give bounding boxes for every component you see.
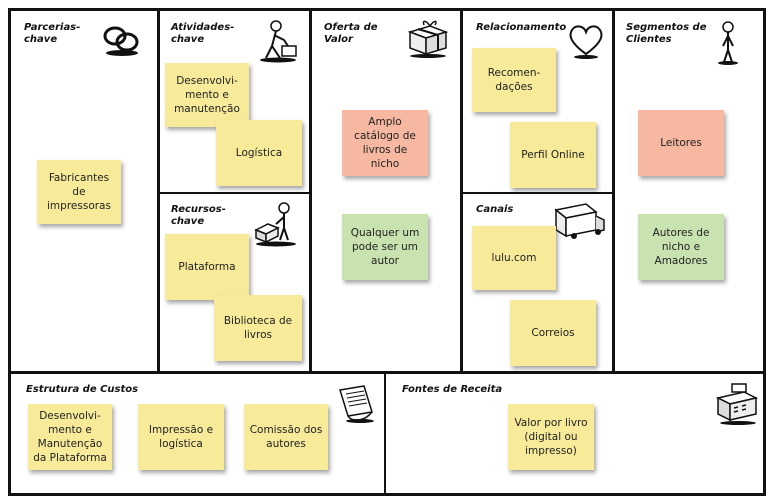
divider-activities-resources bbox=[157, 192, 312, 194]
divider-vertical-2 bbox=[309, 8, 312, 373]
note-logistica: Logística bbox=[216, 120, 302, 186]
note-recomendacoes: Recomen- dações bbox=[472, 48, 556, 112]
note-plataforma: Plataforma bbox=[165, 234, 249, 300]
chain-links-icon bbox=[100, 22, 144, 58]
divider-horizontal-main bbox=[8, 371, 766, 374]
receipt-icon bbox=[334, 382, 378, 424]
divider-relationships-channels bbox=[460, 192, 615, 194]
divider-vertical-4 bbox=[612, 8, 615, 373]
key-partners-title: Parcerias- chave bbox=[24, 22, 81, 45]
canvas-frame bbox=[8, 8, 766, 496]
value-proposition-title: Oferta de Valor bbox=[324, 22, 378, 45]
note-custo-desenvolvimento-plataforma: Desenvolvi- mento e Manutenção da Plataf… bbox=[28, 404, 112, 470]
note-autores-de-nicho: Autores de nicho e Amadores bbox=[638, 214, 724, 280]
note-desenvolvimento-e-manutencao: Desenvolvi- mento e manutenção bbox=[165, 63, 249, 127]
delivery-truck-icon bbox=[552, 200, 608, 244]
note-fabricantes-de-impressoras: Fabricantes de impressoras bbox=[37, 160, 121, 224]
cost-structure-title: Estrutura de Custos bbox=[26, 384, 139, 395]
note-qualquer-um-pode-ser-autor: Qualquer um pode ser um autor bbox=[342, 214, 428, 280]
customer-relationships-title: Relacionamento bbox=[476, 22, 567, 33]
gift-box-icon bbox=[404, 18, 450, 58]
note-perfil-online: Perfil Online bbox=[510, 122, 596, 188]
divider-costs-revenue bbox=[384, 372, 386, 496]
note-biblioteca-de-livros: Biblioteca de livros bbox=[214, 295, 302, 361]
note-lulu-com: lulu.com bbox=[472, 226, 556, 290]
standing-person-icon bbox=[716, 20, 740, 66]
note-correios: Correios bbox=[510, 300, 596, 366]
revenue-streams-title: Fontes de Receita bbox=[402, 384, 503, 395]
cash-register-icon bbox=[712, 380, 760, 426]
note-leitores: Leitores bbox=[638, 110, 724, 176]
note-custo-impressao-logistica: Impressão e logística bbox=[138, 404, 224, 470]
person-with-machine-icon bbox=[252, 200, 302, 248]
heart-icon bbox=[566, 22, 606, 60]
divider-vertical-3 bbox=[460, 8, 463, 373]
customer-segments-title: Segmentos de Clientes bbox=[626, 22, 707, 45]
person-working-icon bbox=[254, 18, 300, 64]
divider-vertical-1 bbox=[157, 8, 160, 373]
note-valor-por-livro: Valor por livro (digital ou impresso) bbox=[508, 404, 594, 470]
channels-title: Canais bbox=[476, 204, 514, 215]
note-amplo-catalogo: Amplo catálogo de livros de nicho bbox=[342, 110, 428, 176]
note-custo-comissao-autores: Comissão dos autores bbox=[244, 404, 328, 470]
key-resources-title: Recursos- chave bbox=[171, 204, 226, 227]
key-activities-title: Atividades- chave bbox=[171, 22, 235, 45]
